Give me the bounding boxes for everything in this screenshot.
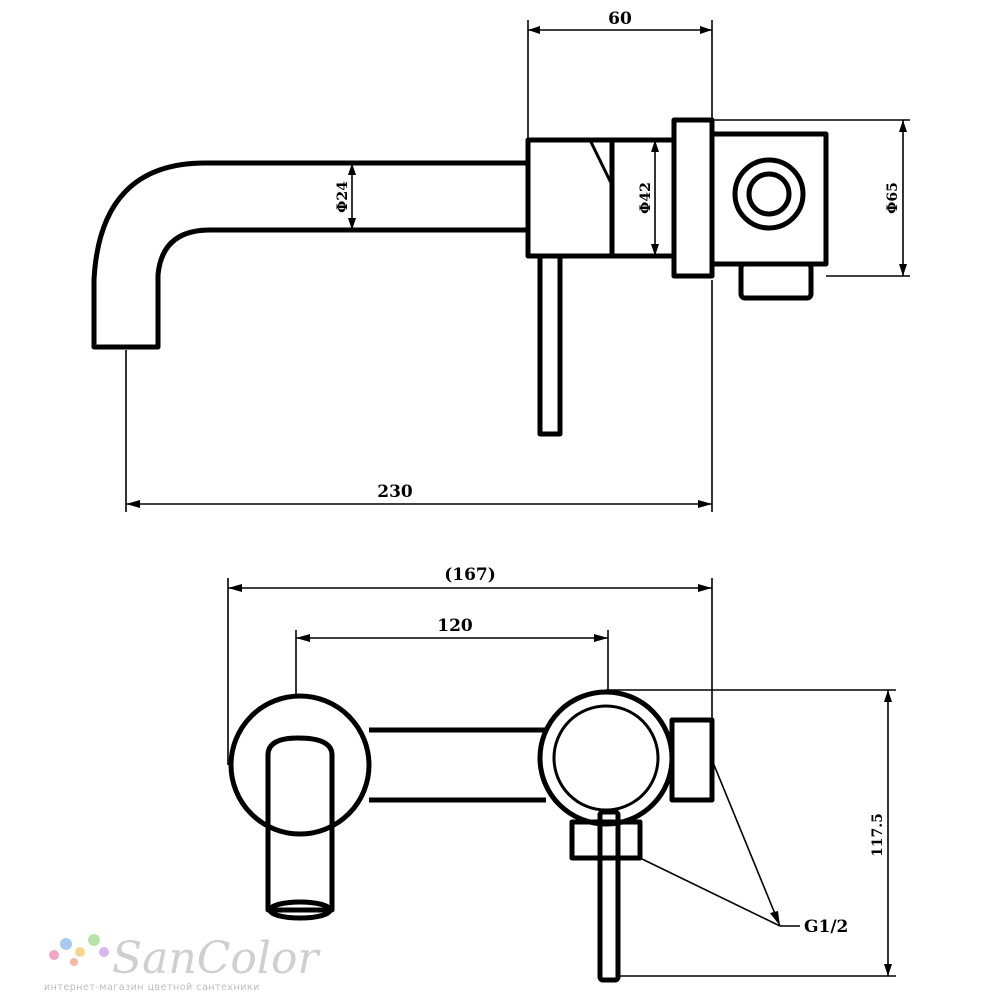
watermark-brand: SanColor: [112, 933, 321, 984]
watermark: SanColor интернет-магазин цветной сантех…: [44, 933, 321, 993]
watermark-dot: [75, 947, 85, 957]
right-rosette-outer: [537, 689, 675, 827]
wall-flange: [671, 117, 715, 279]
dim-height-label: 117.5: [870, 813, 886, 857]
body-chamfer: [588, 139, 614, 186]
inlet-outer: [732, 157, 806, 231]
dim-total-length: 230: [125, 280, 713, 512]
front-lever: [597, 809, 621, 983]
side-view: 60 Φ24 Φ42 Φ65: [91, 9, 910, 512]
dim-body-dia: Φ42: [638, 140, 659, 256]
g-thread-leader: G1/2: [639, 759, 848, 937]
right-rosette-inner: [552, 704, 660, 812]
dim-center-distance-label: 120: [437, 616, 473, 636]
spout-front: [265, 735, 335, 913]
front-view: (167) 120 117.5 G1/2: [227, 565, 896, 983]
watermark-dot: [70, 958, 78, 966]
dim-overall-width-label: (167): [444, 565, 496, 585]
dim-body-dia-label: Φ42: [638, 182, 654, 214]
side-box: [669, 717, 715, 803]
dim-plate-dia-label: Φ65: [885, 182, 901, 214]
inlet-inner: [746, 171, 792, 217]
watermark-dot: [88, 934, 100, 946]
dim-total-length-label: 230: [377, 482, 413, 502]
left-rosette: [228, 693, 372, 837]
watermark-tagline: интернет-магазин цветной сантехники: [44, 982, 260, 993]
dim-overall-width: (167): [227, 565, 713, 765]
dim-depth-label: 60: [608, 9, 632, 29]
dim-center-distance: 120: [295, 616, 609, 694]
watermark-dot: [99, 947, 109, 957]
dim-plate-dia: Φ65: [712, 119, 910, 277]
connection-label: G1/2: [804, 917, 848, 937]
dim-height: 117.5: [606, 689, 896, 977]
watermark-dot: [60, 938, 72, 950]
bottom-connector: [738, 261, 814, 301]
dim-spout-dia: Φ24: [335, 163, 356, 230]
spout-outlet: [267, 899, 333, 921]
connecting-bar: [369, 727, 546, 803]
watermark-dot: [49, 950, 59, 960]
handle-lever: [537, 253, 563, 437]
watermark-dots: [49, 934, 109, 966]
front-connector: [569, 819, 643, 861]
dim-spout-dia-label: Φ24: [335, 181, 351, 213]
spout: [91, 160, 528, 350]
concealed-box: [709, 131, 829, 267]
dim-depth: 60: [527, 9, 713, 140]
